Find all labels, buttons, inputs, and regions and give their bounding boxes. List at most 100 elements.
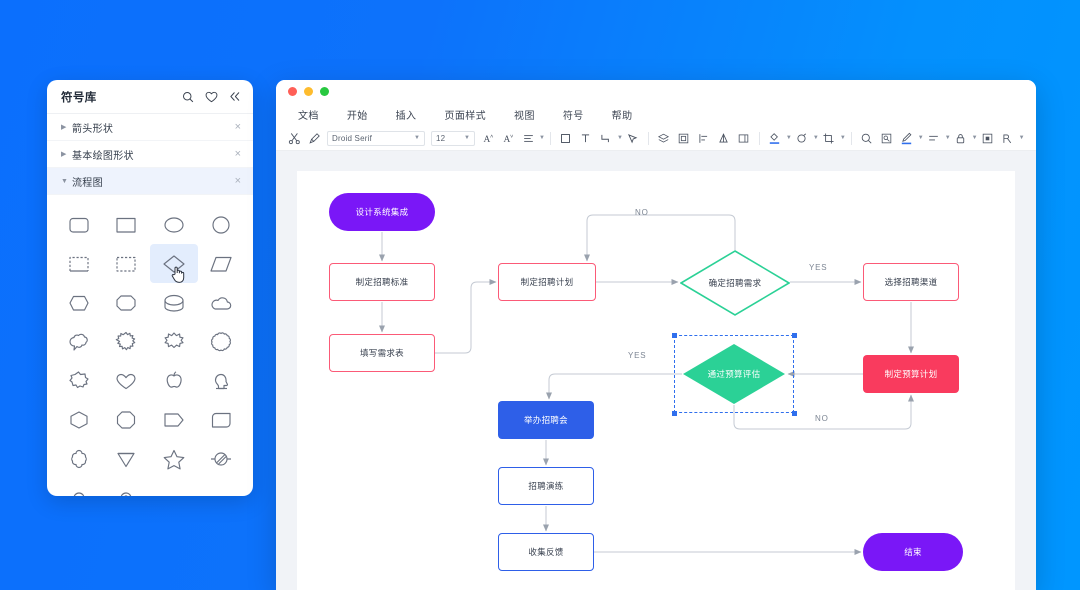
- circle-slash-shape[interactable]: [198, 439, 246, 478]
- menu-item-0[interactable]: 文档: [298, 110, 319, 122]
- close-button[interactable]: [288, 86, 297, 96]
- flow-node-n2[interactable]: 制定招聘标准: [329, 263, 435, 301]
- text-icon[interactable]: [576, 128, 596, 148]
- octagon-wide-shape[interactable]: [103, 283, 151, 322]
- parallelogram-shape[interactable]: [198, 244, 246, 283]
- starburst-12-shape[interactable]: [150, 322, 198, 361]
- quatrefoil-shape[interactable]: [55, 439, 103, 478]
- toolbar-divider: [758, 131, 760, 145]
- font-size-select[interactable]: 12 ▼: [431, 130, 475, 146]
- menu-item-1[interactable]: 开始: [346, 110, 368, 122]
- svg-text:˅: ˅: [509, 133, 513, 139]
- ellipse-shape[interactable]: [150, 205, 198, 244]
- leaf-shape[interactable]: [198, 400, 246, 439]
- shadow-icon[interactable]: [978, 128, 998, 148]
- page-fit-icon[interactable]: [877, 128, 897, 148]
- flow-node-n12[interactable]: 结束: [863, 533, 963, 571]
- flowchart-edges: [379, 214, 914, 555]
- font-family-select[interactable]: Droid Serif ▼: [327, 130, 425, 146]
- pen-icon[interactable]: [897, 128, 917, 148]
- flow-node-n10[interactable]: 招聘演练: [498, 467, 594, 505]
- flow-node-n8[interactable]: 通过预算评估: [682, 343, 786, 405]
- inline-circle-shape[interactable]: [55, 478, 103, 496]
- menu-item-6[interactable]: 帮助: [611, 110, 633, 122]
- flow-node-n3[interactable]: 填写需求表: [329, 334, 435, 372]
- menu-item-5[interactable]: 符号: [562, 110, 584, 122]
- dashed-rectangle-shape[interactable]: [103, 244, 151, 283]
- line-color-icon[interactable]: [792, 128, 812, 148]
- rounded-rectangle-shape[interactable]: [55, 205, 103, 244]
- heart-icon[interactable]: [205, 91, 218, 103]
- crop-icon[interactable]: [819, 128, 839, 148]
- octagon-shape[interactable]: [103, 400, 151, 439]
- diamond-gem-shape[interactable]: [103, 439, 151, 478]
- flow-node-n1[interactable]: 设计系统集成: [329, 193, 435, 231]
- search-icon[interactable]: [182, 91, 194, 103]
- align-left-icon[interactable]: [694, 128, 714, 148]
- canvas-area: 设计系统集成制定招聘标准填写需求表 制定招聘计划 确定招聘需求 选择招聘渠道制定预算计…: [276, 151, 1036, 590]
- chevron-down-icon: ▼: [785, 135, 792, 141]
- menu-item-4[interactable]: 视图: [514, 110, 535, 122]
- edge-label: YES: [809, 263, 828, 272]
- flow-node-n11[interactable]: 收集反馈: [498, 533, 594, 571]
- connector-icon[interactable]: [596, 128, 616, 148]
- close-icon[interactable]: ×: [234, 120, 241, 133]
- diamond-icon: [679, 250, 791, 316]
- maximize-button[interactable]: [320, 86, 329, 96]
- scalloped-circle-shape[interactable]: [198, 322, 246, 361]
- dashed-open-rectangle-shape[interactable]: [55, 244, 103, 283]
- circle-shape[interactable]: [198, 205, 246, 244]
- line-style-icon[interactable]: [924, 128, 944, 148]
- effects-icon[interactable]: [998, 128, 1018, 148]
- increase-font-size-icon[interactable]: A˄: [478, 128, 498, 148]
- lock-icon[interactable]: [951, 128, 971, 148]
- flow-node-n9[interactable]: 举办招聘会: [498, 401, 594, 439]
- cloud-callout-shape[interactable]: [55, 322, 103, 361]
- heart-shape[interactable]: [103, 361, 151, 400]
- shape-icon[interactable]: [556, 128, 576, 148]
- flow-node-n6[interactable]: 选择招聘渠道: [863, 263, 959, 301]
- starburst-24-shape[interactable]: [103, 322, 151, 361]
- apple-shape[interactable]: [150, 361, 198, 400]
- flowchart-canvas[interactable]: 设计系统集成制定招聘标准填写需求表 制定招聘计划 确定招聘需求 选择招聘渠道制定预算计…: [297, 171, 1015, 590]
- symbol-group-0[interactable]: ▶箭头形状×: [47, 114, 253, 141]
- pointer-icon[interactable]: [623, 128, 643, 148]
- symbol-group-2[interactable]: ▼流程图×: [47, 168, 253, 195]
- group-icon[interactable]: [674, 128, 694, 148]
- flow-node-n5[interactable]: 确定招聘需求: [679, 250, 791, 316]
- menu-item-3[interactable]: 页面样式: [444, 110, 487, 122]
- cut-icon[interactable]: [284, 128, 304, 148]
- layers-icon[interactable]: [654, 128, 674, 148]
- flow-node-label: 制定预算计划: [884, 368, 938, 379]
- thought-bubble-shape[interactable]: [55, 361, 103, 400]
- flow-node-n7[interactable]: 制定预算计划: [863, 355, 959, 393]
- symbol-group-1[interactable]: ▶基本绘图形状×: [47, 141, 253, 168]
- fill-color-icon[interactable]: [765, 128, 785, 148]
- head-profile-shape[interactable]: [198, 361, 246, 400]
- cylinder-shape[interactable]: [150, 283, 198, 322]
- menu-bar: 文档 开始 插入 页面样式 视图 符号 帮助: [276, 102, 1036, 126]
- rectangle-shape[interactable]: [103, 205, 151, 244]
- star-shape[interactable]: [150, 439, 198, 478]
- hexagon-shape[interactable]: [55, 400, 103, 439]
- flip-icon[interactable]: [714, 128, 734, 148]
- cloud-shape[interactable]: [198, 283, 246, 322]
- line-spacing-icon[interactable]: [518, 128, 538, 148]
- zoom-icon[interactable]: [857, 128, 877, 148]
- menu-item-2[interactable]: 插入: [395, 110, 417, 122]
- collapse-icon[interactable]: [229, 91, 241, 102]
- close-icon[interactable]: ×: [234, 147, 241, 160]
- flow-node-n4[interactable]: 制定招聘计划: [498, 263, 596, 301]
- hexagon-flat-shape[interactable]: [55, 283, 103, 322]
- symbol-group-label: 基本绘图形状: [72, 150, 134, 162]
- inline-target-shape[interactable]: [103, 478, 151, 496]
- minimize-button[interactable]: [304, 86, 313, 96]
- decrease-font-size-icon[interactable]: A˅: [498, 128, 518, 148]
- format-painter-icon[interactable]: [304, 128, 324, 148]
- diamond-shape[interactable]: [150, 244, 198, 283]
- distribute-icon[interactable]: [734, 128, 754, 148]
- close-icon[interactable]: ×: [234, 174, 241, 187]
- chevron-down-icon: ▼: [616, 135, 623, 141]
- svg-text:A: A: [503, 135, 510, 145]
- pentagon-arrow-shape[interactable]: [150, 400, 198, 439]
